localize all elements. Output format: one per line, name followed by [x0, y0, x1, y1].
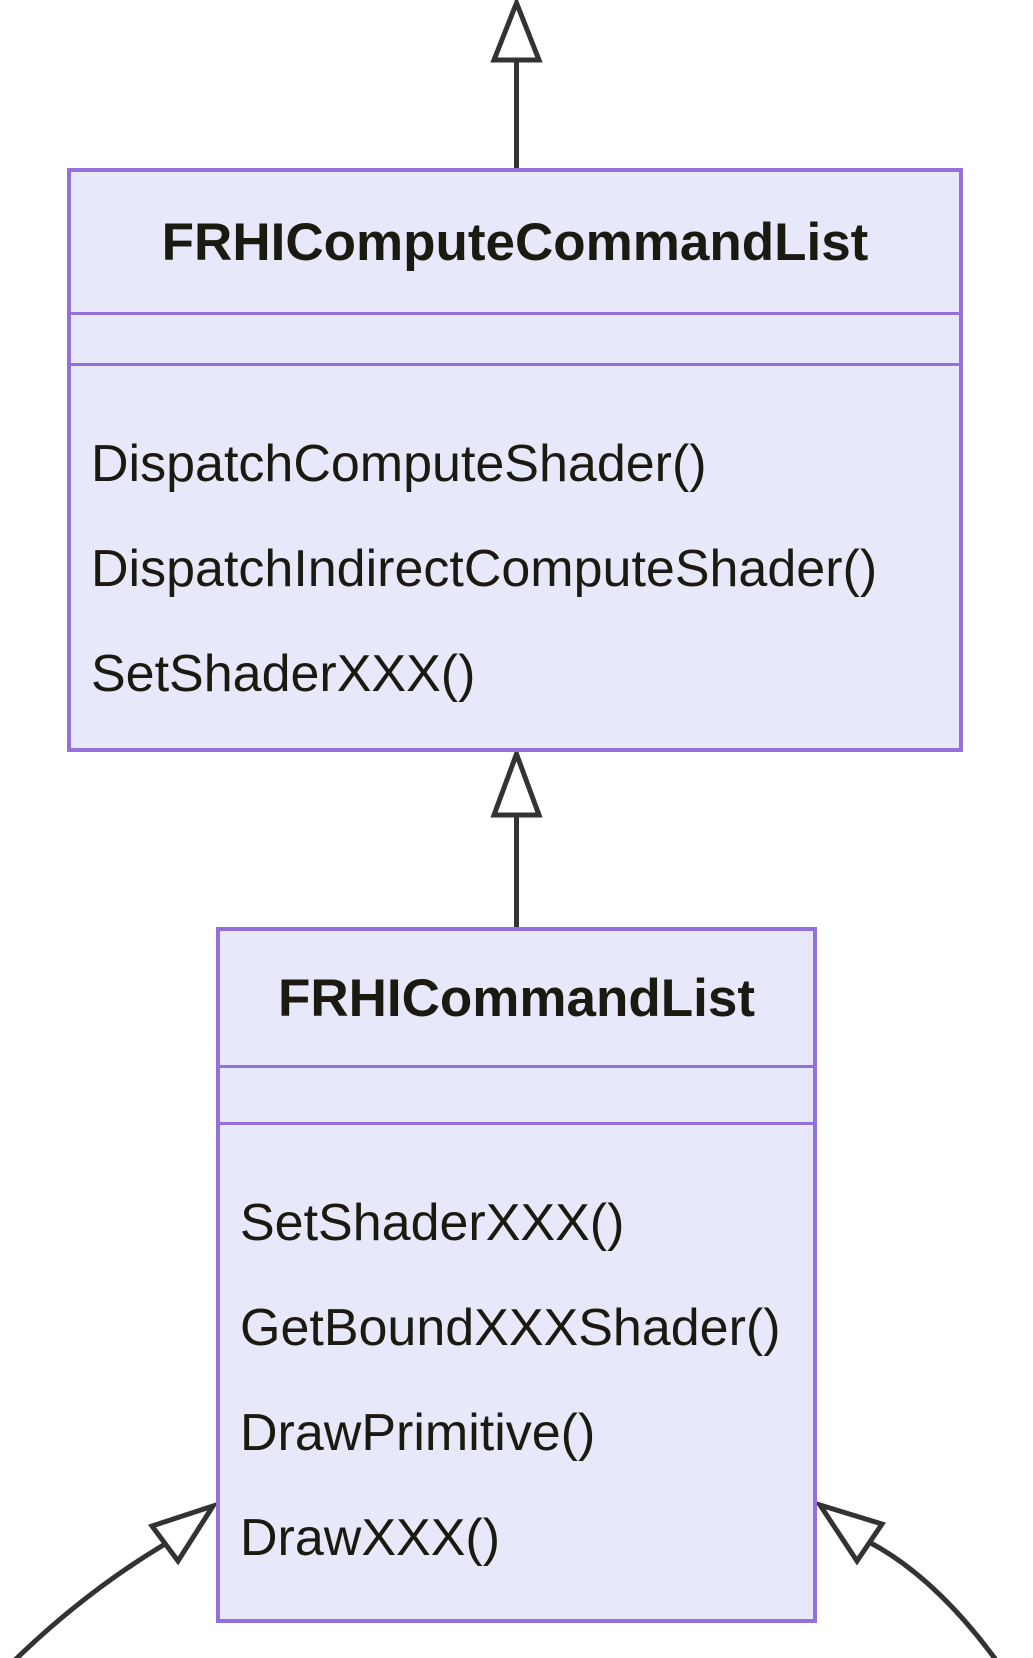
class-box-frhicomputecommandlist: FRHIComputeCommandList DispatchComputeSh… — [67, 168, 963, 752]
method-label: SetShaderXXX() — [240, 1193, 625, 1252]
class-methods-list: DispatchComputeShader() DispatchIndirectC… — [71, 366, 959, 748]
inheritance-arrow-bottom-right — [814, 1500, 998, 1658]
class-attributes-empty — [71, 315, 959, 366]
class-methods-list: SetShaderXXX() GetBoundXXXShader() DrawPri… — [220, 1125, 813, 1619]
class-attributes-empty — [220, 1068, 813, 1125]
class-box-frhicommandlist: FRHICommandList SetShaderXXX() GetBoundXX… — [216, 927, 817, 1623]
inheritance-arrow-middle — [490, 746, 543, 928]
method-label: DrawPrimitive() — [240, 1403, 596, 1462]
class-title: FRHIComputeCommandList — [71, 172, 959, 315]
class-title: FRHICommandList — [220, 931, 813, 1068]
inheritance-arrow-bottom-left — [13, 1501, 219, 1658]
hollow-triangle-icon — [490, 746, 543, 818]
hollow-triangle-icon — [147, 1501, 219, 1566]
method-label: DrawXXX() — [240, 1508, 501, 1567]
hollow-triangle-icon — [814, 1500, 886, 1566]
method-label: DispatchIndirectComputeShader() — [91, 539, 878, 598]
method-label: GetBoundXXXShader() — [240, 1298, 781, 1357]
method-label: SetShaderXXX() — [91, 644, 476, 703]
hollow-triangle-icon — [490, 0, 543, 63]
inheritance-arrow-top — [490, 0, 543, 169]
method-label: DispatchComputeShader() — [91, 434, 707, 493]
